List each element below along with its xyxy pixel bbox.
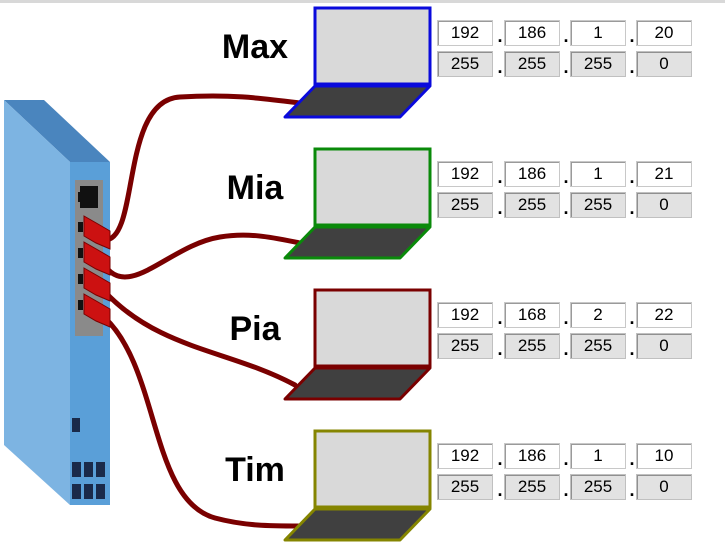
ip-octet-1[interactable]: 192: [437, 20, 493, 46]
mask-octet-1[interactable]: 255: [437, 192, 493, 218]
octet-separator: .: [497, 57, 503, 77]
host-name-tim: Tim: [225, 451, 285, 489]
switch-top: [4, 100, 110, 162]
octet-separator: .: [497, 198, 503, 218]
mask-octet-4[interactable]: 0: [636, 192, 692, 218]
ip-octet-4[interactable]: 21: [636, 161, 692, 187]
laptop-keyboard: [283, 507, 432, 542]
octet-separator: .: [563, 480, 569, 500]
octet-separator: .: [563, 198, 569, 218]
laptop-screen: [313, 6, 432, 86]
laptop-mia: [283, 147, 432, 260]
octet-separator: .: [629, 480, 635, 500]
mask-octet-4[interactable]: 0: [636, 333, 692, 359]
laptop-screen: [313, 288, 432, 368]
ip-octet-2[interactable]: 186: [504, 443, 560, 469]
mask-octet-1[interactable]: 255: [437, 51, 493, 77]
switch-status-light: [72, 418, 80, 432]
octet-separator: .: [629, 26, 635, 46]
ip-octet-1[interactable]: 192: [437, 161, 493, 187]
host-name-max: Max: [221, 28, 289, 66]
cable-mia: [102, 232, 303, 280]
octet-separator: .: [497, 26, 503, 46]
network-switch: [4, 100, 110, 505]
octet-separator: .: [629, 198, 635, 218]
octet-separator: .: [497, 308, 503, 328]
mask-octet-4[interactable]: 0: [636, 474, 692, 500]
octet-separator: .: [563, 449, 569, 469]
ip-octet-2[interactable]: 168: [504, 302, 560, 328]
laptop-screen: [313, 147, 432, 227]
ip-octet-3[interactable]: 1: [570, 443, 626, 469]
octet-separator: .: [497, 480, 503, 500]
octet-separator: .: [563, 26, 569, 46]
mask-octet-3[interactable]: 255: [570, 333, 626, 359]
cable-max: [102, 93, 303, 243]
mask-octet-2[interactable]: 255: [504, 192, 560, 218]
port-1: [78, 215, 111, 250]
ip-octet-4[interactable]: 20: [636, 20, 692, 46]
octet-separator: .: [563, 308, 569, 328]
mask-octet-2[interactable]: 255: [504, 333, 560, 359]
port-3: [78, 267, 111, 302]
octet-separator: .: [497, 167, 503, 187]
laptop-keyboard: [283, 225, 432, 260]
octet-separator: .: [629, 339, 635, 359]
mask-octet-2[interactable]: 255: [504, 51, 560, 77]
ip-octet-1[interactable]: 192: [437, 443, 493, 469]
mask-octet-3[interactable]: 255: [570, 192, 626, 218]
ip-octet-4[interactable]: 10: [636, 443, 692, 469]
top-border-line: [0, 0, 725, 3]
ip-octet-4[interactable]: 22: [636, 302, 692, 328]
ip-octet-3[interactable]: 2: [570, 302, 626, 328]
octet-separator: .: [563, 57, 569, 77]
mask-octet-1[interactable]: 255: [437, 474, 493, 500]
port-2: [78, 241, 111, 276]
switch-uplink-port: [80, 186, 98, 208]
host-name-mia: Mia: [226, 169, 284, 207]
octet-separator: .: [629, 57, 635, 77]
octet-separator: .: [563, 167, 569, 187]
octet-separator: .: [497, 339, 503, 359]
laptop-pia: [283, 288, 432, 401]
octet-separator: .: [629, 449, 635, 469]
mask-octet-3[interactable]: 255: [570, 474, 626, 500]
switch-ports: [78, 215, 111, 328]
laptop-max: [283, 6, 432, 119]
ip-octet-3[interactable]: 1: [570, 20, 626, 46]
switch-side: [4, 100, 70, 505]
ip-octet-2[interactable]: 186: [504, 20, 560, 46]
ip-octet-2[interactable]: 186: [504, 161, 560, 187]
cable-tim: [102, 315, 303, 529]
octet-separator: .: [497, 449, 503, 469]
octet-separator: .: [629, 308, 635, 328]
cable-pia: [102, 289, 298, 388]
port-4: [78, 293, 111, 328]
switch-vents: [72, 462, 105, 499]
mask-octet-1[interactable]: 255: [437, 333, 493, 359]
host-name-pia: Pia: [229, 310, 281, 348]
octet-separator: .: [563, 339, 569, 359]
mask-octet-3[interactable]: 255: [570, 51, 626, 77]
laptop-keyboard: [283, 366, 432, 401]
mask-octet-4[interactable]: 0: [636, 51, 692, 77]
laptop-tim: [283, 429, 432, 542]
mask-octet-2[interactable]: 255: [504, 474, 560, 500]
laptop-keyboard: [283, 84, 432, 119]
ip-octet-1[interactable]: 192: [437, 302, 493, 328]
ip-octet-3[interactable]: 1: [570, 161, 626, 187]
octet-separator: .: [629, 167, 635, 187]
laptop-screen: [313, 429, 432, 509]
